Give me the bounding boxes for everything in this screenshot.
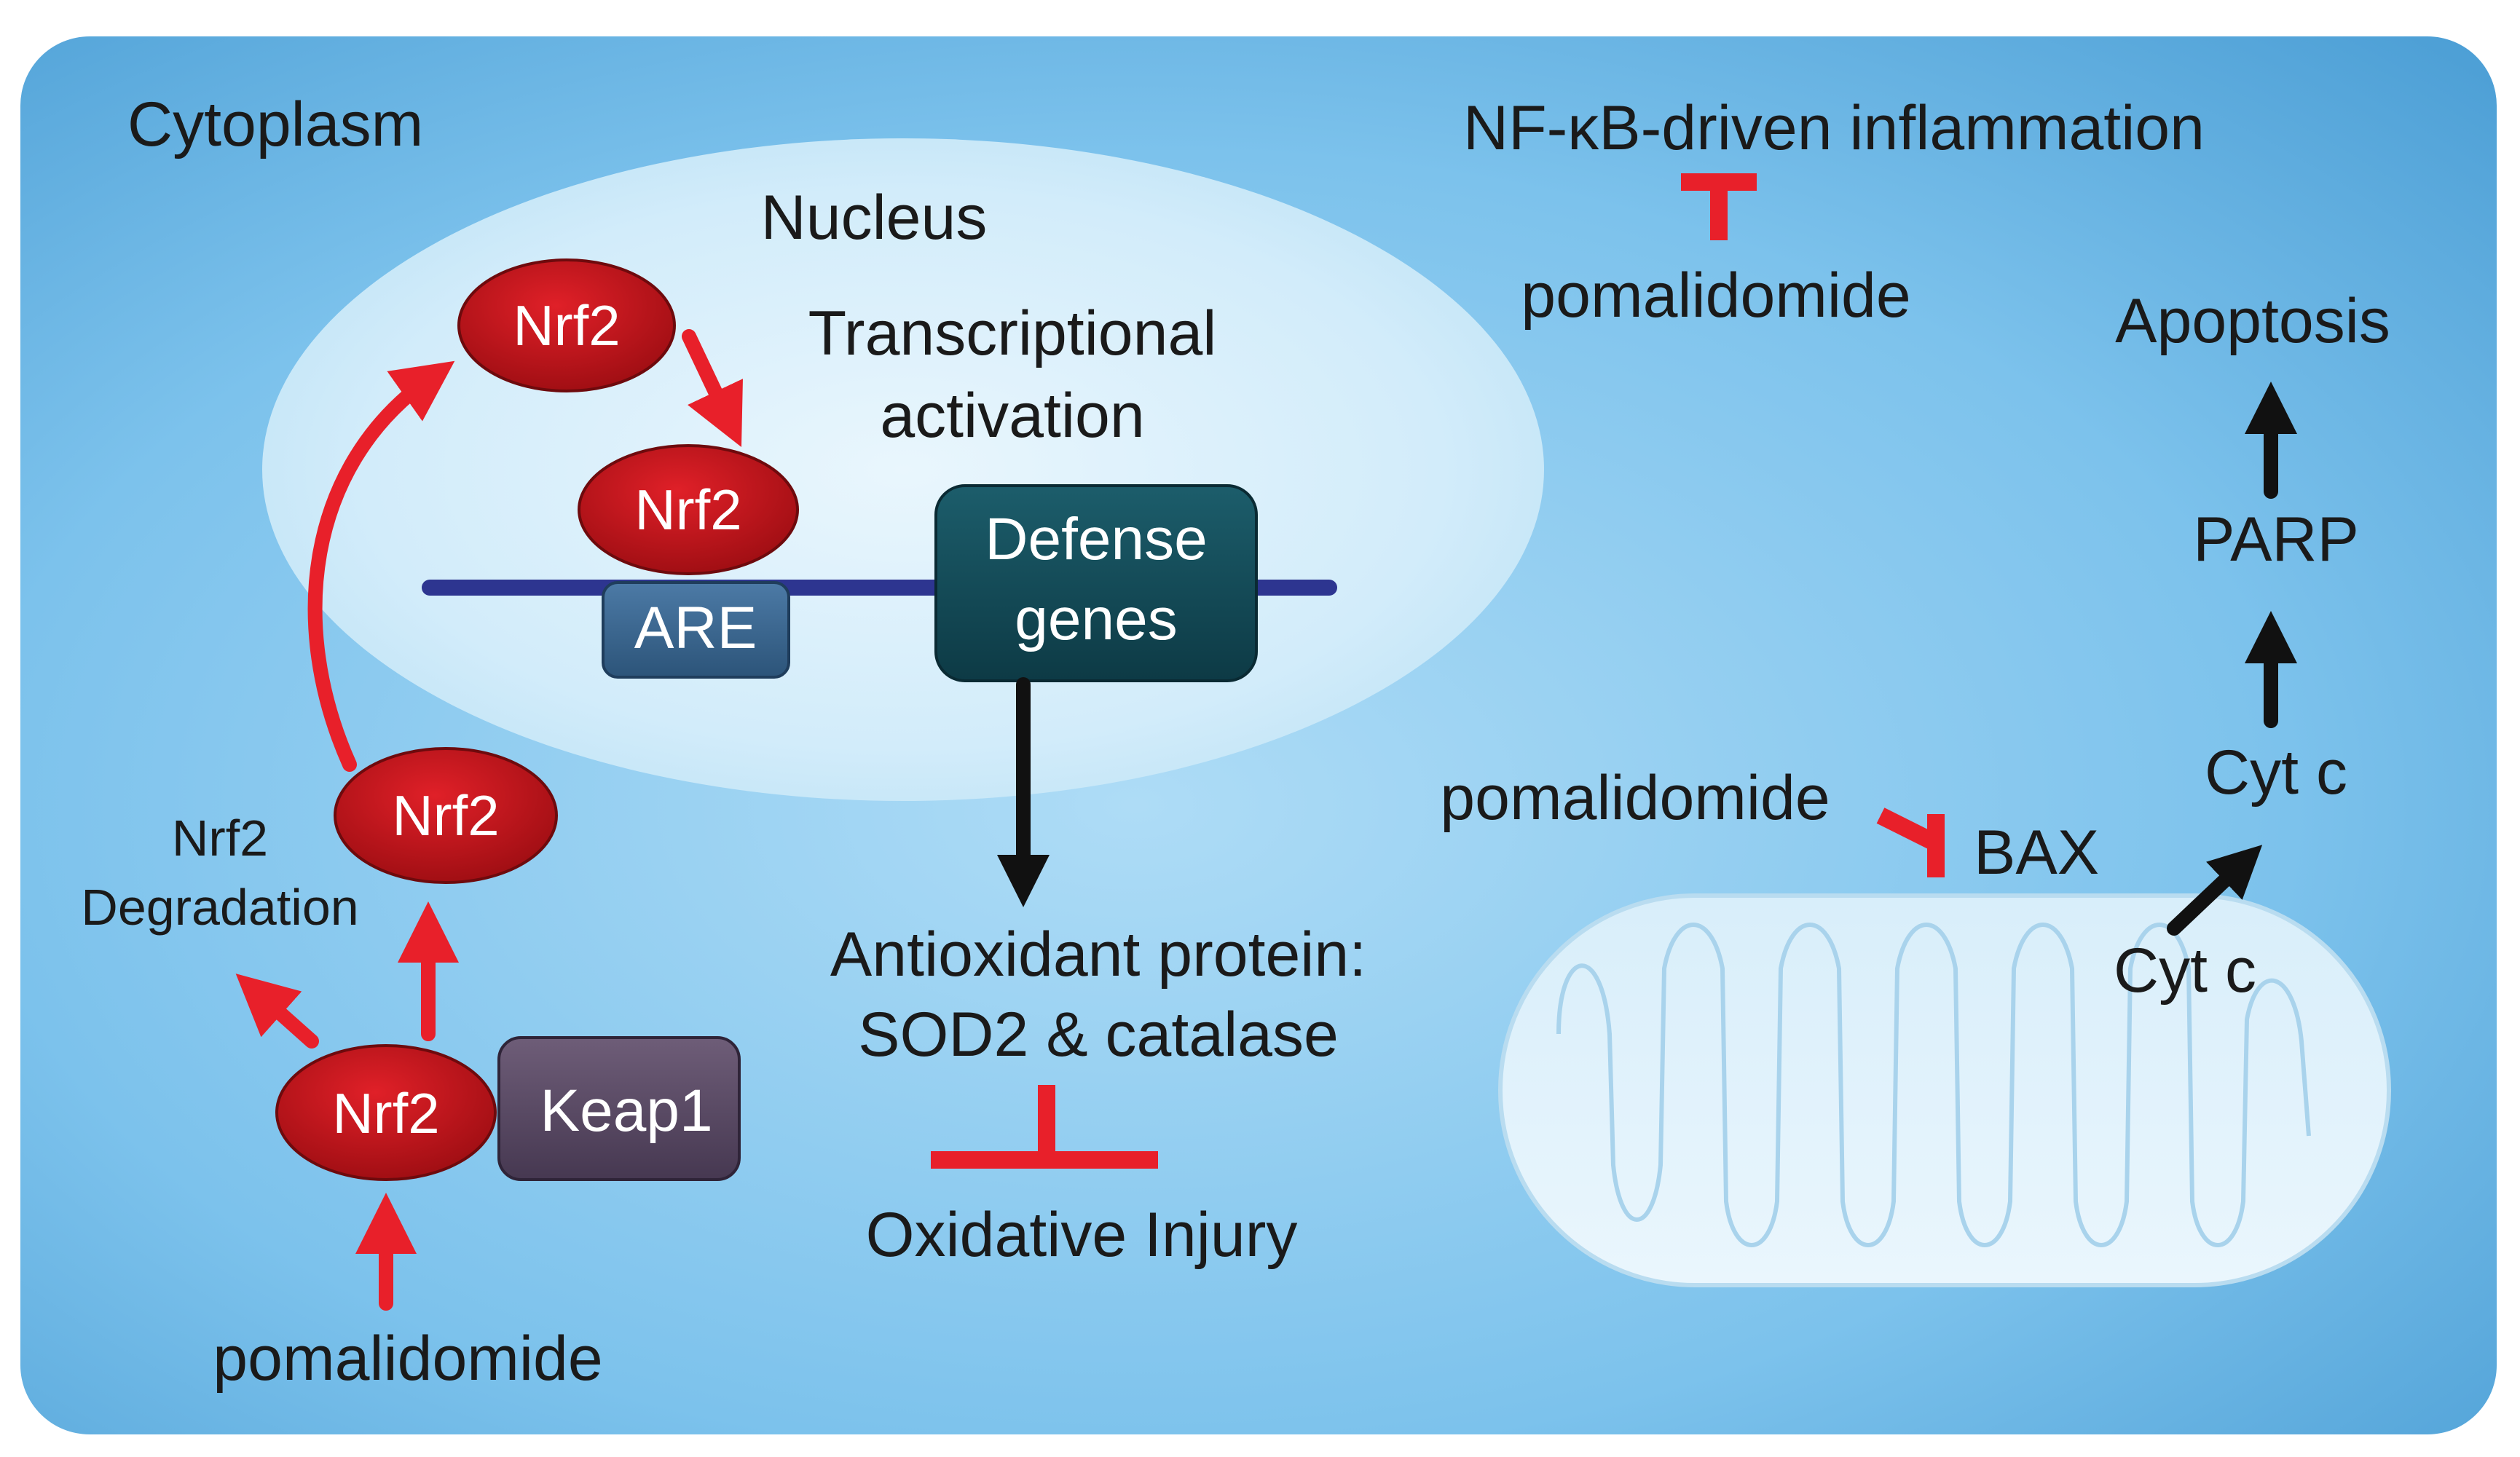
inhibit-inflammation xyxy=(1681,173,1757,240)
defense-genes-label-line2: genes xyxy=(1015,586,1177,652)
cytoplasm-label: Cytoplasm xyxy=(127,90,423,159)
inhibit-bax xyxy=(1876,808,1945,877)
antioxidant-label-line1: Antioxidant protein: xyxy=(830,920,1366,990)
are-element xyxy=(602,581,790,679)
nrf2-complex-label: Nrf2 xyxy=(332,1081,439,1145)
cytc-mito-label: Cyt c xyxy=(2114,936,2256,1006)
inhibition-bars xyxy=(931,173,1945,1169)
oxidative-injury-label: Oxidative Injury xyxy=(866,1200,1298,1270)
arrow-complex-to-degradation xyxy=(235,974,319,1049)
degradation-label-line2: Degradation xyxy=(81,879,358,936)
keap1-label: Keap1 xyxy=(540,1078,712,1144)
pomalidomide-inflammation-label: pomalidomide xyxy=(1521,261,1910,331)
keap1-box xyxy=(497,1036,741,1181)
antioxidant-label-line2: SOD2 & catalase xyxy=(858,1000,1339,1070)
defense-genes-label-line1: Defense xyxy=(985,506,1207,572)
parp-label: PARP xyxy=(2193,505,2359,574)
bax-label: BAX xyxy=(1974,818,2099,888)
black-arrows xyxy=(997,382,2297,936)
defense-genes-box xyxy=(934,484,1258,682)
nrf2-nuclear-oval xyxy=(457,258,676,392)
nrf2-nuclear-label: Nrf2 xyxy=(513,293,620,358)
nrf2-complex-oval xyxy=(275,1044,497,1181)
red-arrows xyxy=(235,329,743,1311)
apoptosis-label: Apoptosis xyxy=(2115,286,2390,356)
pomalidomide-bax-label: pomalidomide xyxy=(1440,763,1830,833)
inhibit-oxidative-injury xyxy=(931,1085,1158,1169)
nrf2-free-label: Nrf2 xyxy=(392,783,499,848)
nucleus-label: Nucleus xyxy=(761,183,988,253)
transcriptional-activation-line2: activation xyxy=(880,381,1144,451)
nrf2-bound-label: Nrf2 xyxy=(634,478,741,542)
transcriptional-activation-line1: Transcriptional xyxy=(808,299,1217,368)
inflammation-label: NF-κB-driven inflammation xyxy=(1463,93,2205,163)
arrow-free-to-nucleus xyxy=(307,360,455,772)
nrf2-free-oval xyxy=(334,747,558,884)
are-label: ARE xyxy=(634,595,757,661)
cytc-upper-label: Cyt c xyxy=(2205,738,2347,808)
degradation-label-line1: Nrf2 xyxy=(172,810,268,866)
mitochondrion xyxy=(1498,893,2391,1287)
pomalidomide-nrf2-label: pomalidomide xyxy=(213,1324,602,1394)
arrow-mito-cytc-to-cytc xyxy=(2167,845,2263,936)
arrow-nuclear-to-bound xyxy=(682,329,743,447)
